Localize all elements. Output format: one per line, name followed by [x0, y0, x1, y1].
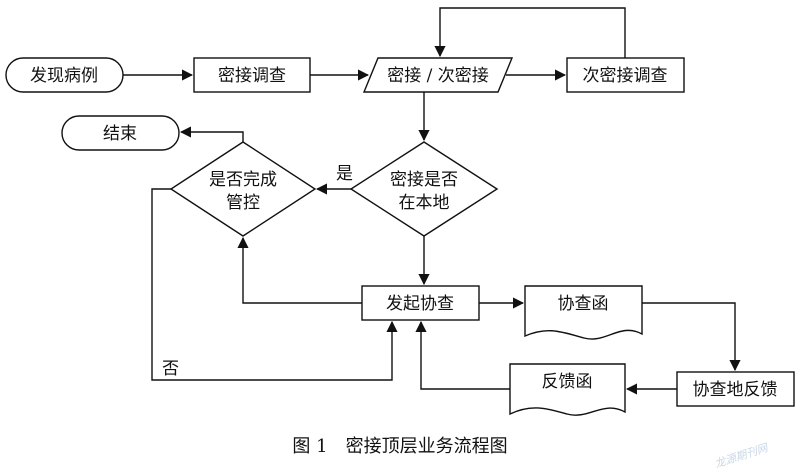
node-trace-label: 密接调查	[218, 66, 286, 86]
decision-control-done-line2: 管控	[226, 193, 260, 213]
decision-local: 密接是否 在本地	[349, 141, 499, 237]
node-end-label: 结束	[103, 124, 137, 144]
doc-feedback-letter-label: 反馈函	[542, 372, 593, 392]
doc-feedback-letter: 反馈函	[509, 363, 626, 416]
decision-local-line2: 在本地	[399, 193, 450, 213]
node-contacts-label: 密接 / 次密接	[387, 66, 489, 86]
edge-control-no-to-assist	[151, 188, 398, 381]
node-assist: 发起协查	[361, 285, 480, 321]
node-secondary-trace-label: 次密接调查	[583, 66, 668, 86]
figure-caption: 图 1 密接顶层业务流程图	[292, 436, 507, 457]
connectors	[123, 7, 741, 395]
node-start: 发现病例	[5, 57, 124, 93]
node-start-label: 发现病例	[30, 66, 98, 86]
node-remote-feedback-label: 协查地反馈	[693, 380, 778, 400]
edge-feedback-to-assist	[415, 320, 510, 390]
decision-control-done-line1: 是否完成	[209, 170, 277, 190]
edge-letter-to-remote	[642, 302, 741, 372]
doc-assist-letter-label: 协查函	[558, 294, 609, 314]
node-trace: 密接调查	[193, 57, 311, 93]
decision-control-done: 是否完成 管控	[169, 141, 317, 237]
edge-label-no: 否	[162, 359, 179, 379]
node-assist-label: 发起协查	[386, 294, 454, 314]
node-secondary-trace: 次密接调查	[566, 57, 685, 93]
node-contacts: 密接 / 次密接	[362, 57, 514, 93]
node-end: 结束	[61, 115, 180, 151]
edge-control-to-end	[179, 126, 244, 142]
node-remote-feedback: 协查地反馈	[676, 371, 795, 407]
decision-local-line1: 密接是否	[390, 170, 458, 190]
watermark-logo: 龙源期刊网	[713, 441, 771, 468]
edge-assist-to-control	[237, 236, 362, 304]
edge-secondary-loop-back	[434, 7, 626, 58]
edge-label-yes: 是	[336, 164, 353, 184]
doc-assist-letter: 协查函	[524, 285, 643, 340]
